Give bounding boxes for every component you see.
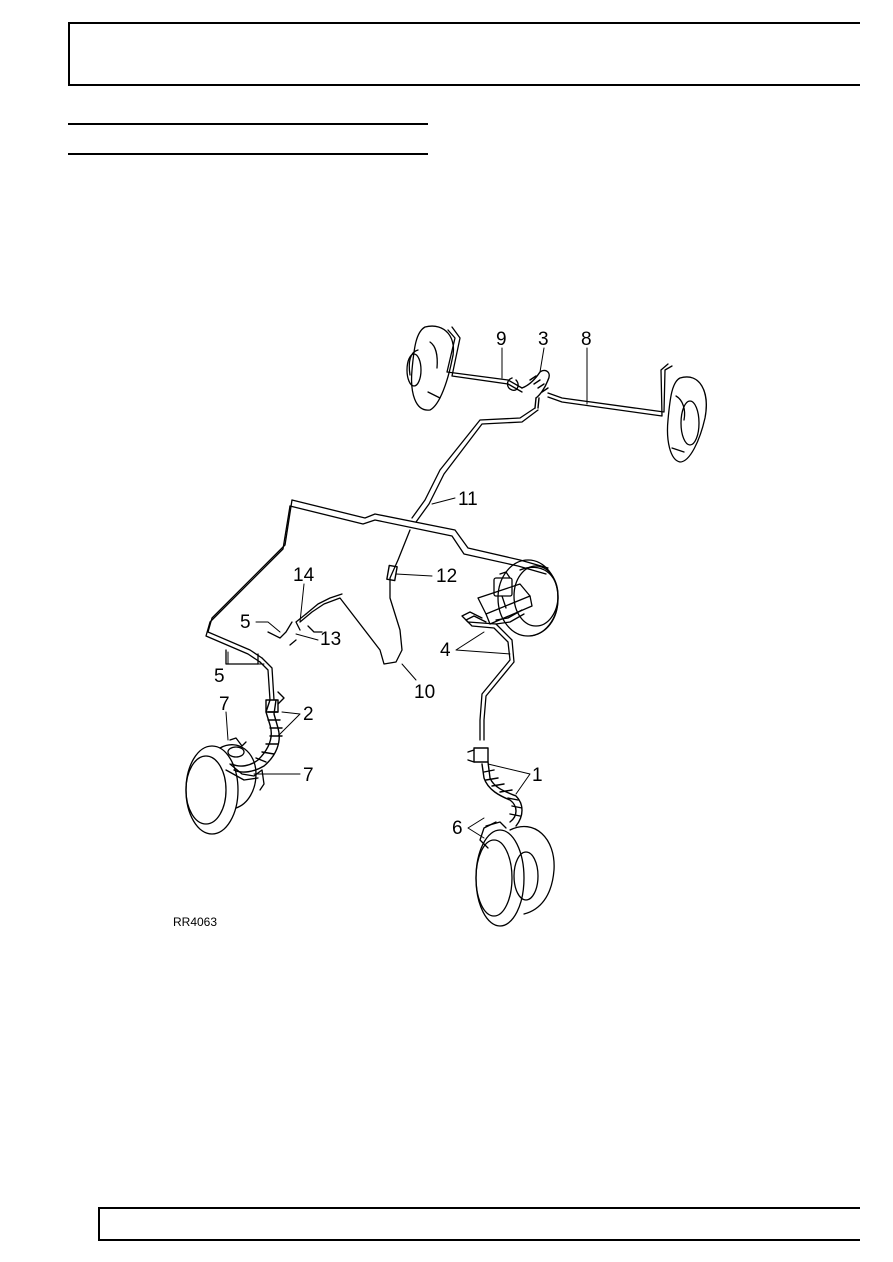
callout-7-lower: 7 xyxy=(303,765,314,786)
callout-6: 6 xyxy=(452,818,463,839)
front-left-pipes xyxy=(225,529,411,665)
callout-8: 8 xyxy=(581,329,592,350)
rear-right-brake-assembly xyxy=(666,376,707,463)
page-header-box xyxy=(68,22,860,86)
callout-12: 12 xyxy=(436,566,457,587)
title-rule-bottom xyxy=(68,153,428,155)
callout-labels: 9 3 8 11 14 12 5 13 4 5 10 7 2 7 1 6 RR4… xyxy=(173,329,592,929)
callout-5-lower: 5 xyxy=(214,666,225,687)
title-rule-top xyxy=(68,123,428,125)
callout-2: 2 xyxy=(303,704,314,725)
callout-5-upper: 5 xyxy=(240,612,251,633)
callout-14: 14 xyxy=(293,565,315,586)
rear-axle-pipes xyxy=(446,326,673,417)
front-left-flexible-hose xyxy=(231,691,285,773)
callout-7-upper: 7 xyxy=(219,694,230,715)
front-right-pipes xyxy=(461,609,525,741)
chassis-pipes xyxy=(205,499,549,701)
callout-13: 13 xyxy=(320,629,341,650)
rear-left-brake-assembly xyxy=(406,325,454,411)
callout-leader-lines xyxy=(225,347,588,839)
callout-3: 3 xyxy=(538,329,549,350)
master-cylinder-and-servo xyxy=(477,559,559,637)
front-right-brake-assembly xyxy=(475,821,555,927)
front-right-flexible-hose xyxy=(467,747,523,827)
main-rear-pipe xyxy=(411,407,539,523)
front-left-brake-assembly xyxy=(185,737,265,835)
callout-10: 10 xyxy=(414,682,435,703)
callout-4: 4 xyxy=(440,640,451,661)
figure-code: RR4063 xyxy=(173,915,217,929)
callout-11: 11 xyxy=(458,489,478,510)
callout-9: 9 xyxy=(496,329,507,350)
callout-1: 1 xyxy=(532,765,543,786)
rear-flexible-hose xyxy=(506,369,550,409)
page-footer-box xyxy=(98,1207,860,1241)
